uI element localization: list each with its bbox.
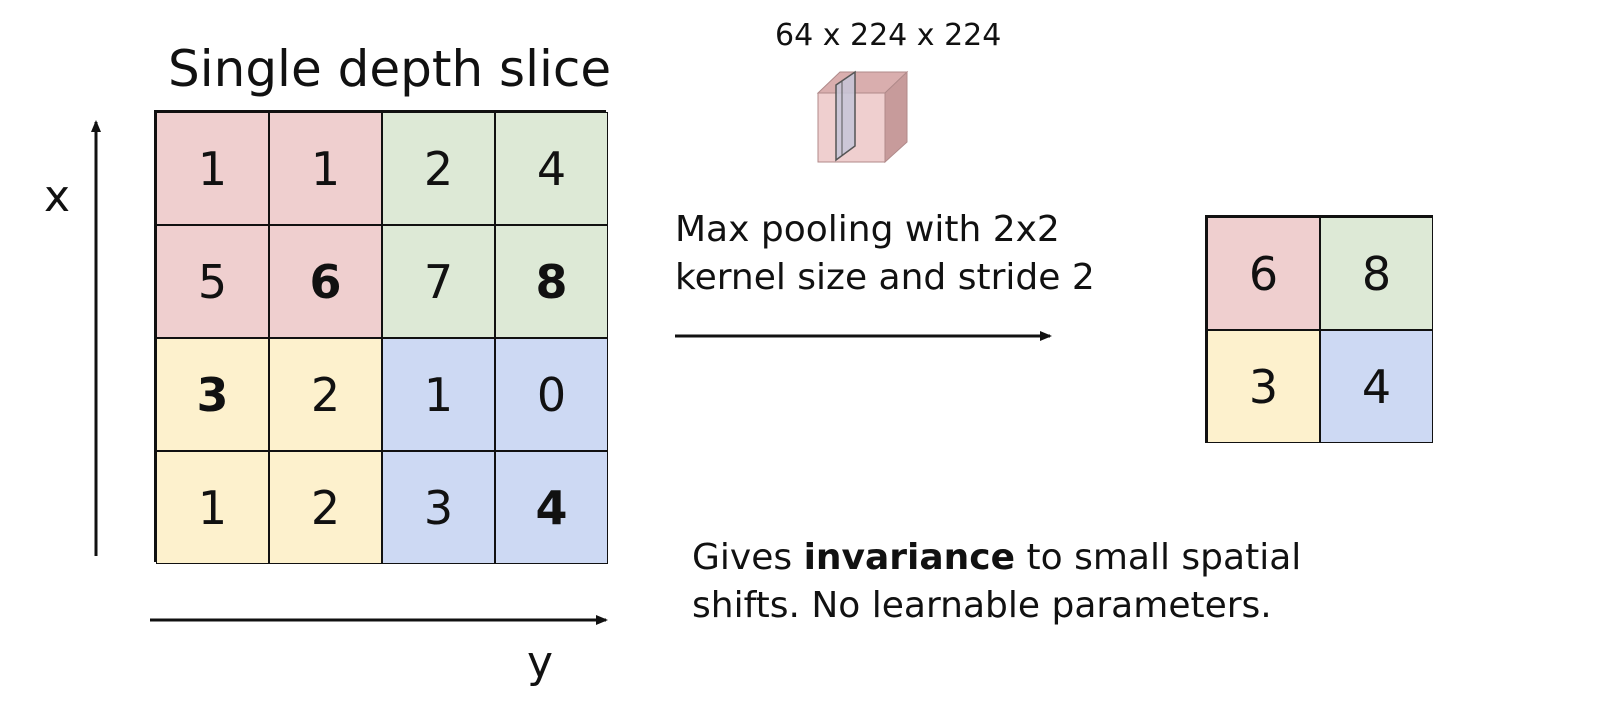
input-cell-r4-c3: 3: [382, 451, 495, 564]
input-cell-r3-c1: 3: [156, 338, 269, 451]
y-axis-label: y: [527, 637, 554, 688]
operation-line-1: Max pooling with 2x2: [675, 209, 1060, 250]
output-cell-r1-c2: 8: [1320, 217, 1433, 330]
note-suffix: to small spatial: [1015, 537, 1302, 578]
output-cell-r2-c1: 3: [1207, 330, 1320, 443]
output-cell-r1-c1: 6: [1207, 217, 1320, 330]
input-cell-r2-c3: 7: [382, 225, 495, 338]
operation-description: Max pooling with 2x2 kernel size and str…: [675, 206, 1095, 302]
operation-line-2: kernel size and stride 2: [675, 257, 1095, 298]
note-line-1: Gives invariance to small spatial: [692, 534, 1301, 582]
input-cell-r1-c4: 4: [495, 112, 608, 225]
input-cell-r1-c3: 2: [382, 112, 495, 225]
note-prefix: Gives: [692, 537, 804, 578]
input-cell-r1-c1: 1: [156, 112, 269, 225]
input-cell-r4-c4: 4: [495, 451, 608, 564]
invariance-note: Gives invariance to small spatial shifts…: [692, 534, 1301, 630]
input-cell-r2-c4: 8: [495, 225, 608, 338]
diagram-title: Single depth slice: [168, 40, 612, 98]
volume-label: 64 x 224 x 224: [775, 18, 1002, 53]
input-cell-r2-c2: 6: [269, 225, 382, 338]
note-emphasis: invariance: [803, 537, 1016, 578]
input-cell-r1-c2: 1: [269, 112, 382, 225]
input-cell-r3-c4: 0: [495, 338, 608, 451]
note-line-2: shifts. No learnable parameters.: [692, 585, 1272, 626]
input-cell-r4-c2: 2: [269, 451, 382, 564]
output-cell-r2-c2: 4: [1320, 330, 1433, 443]
input-cell-r4-c1: 1: [156, 451, 269, 564]
input-cell-r3-c3: 1: [382, 338, 495, 451]
input-cell-r3-c2: 2: [269, 338, 382, 451]
x-axis-label: x: [44, 171, 71, 222]
input-cell-r2-c1: 5: [156, 225, 269, 338]
